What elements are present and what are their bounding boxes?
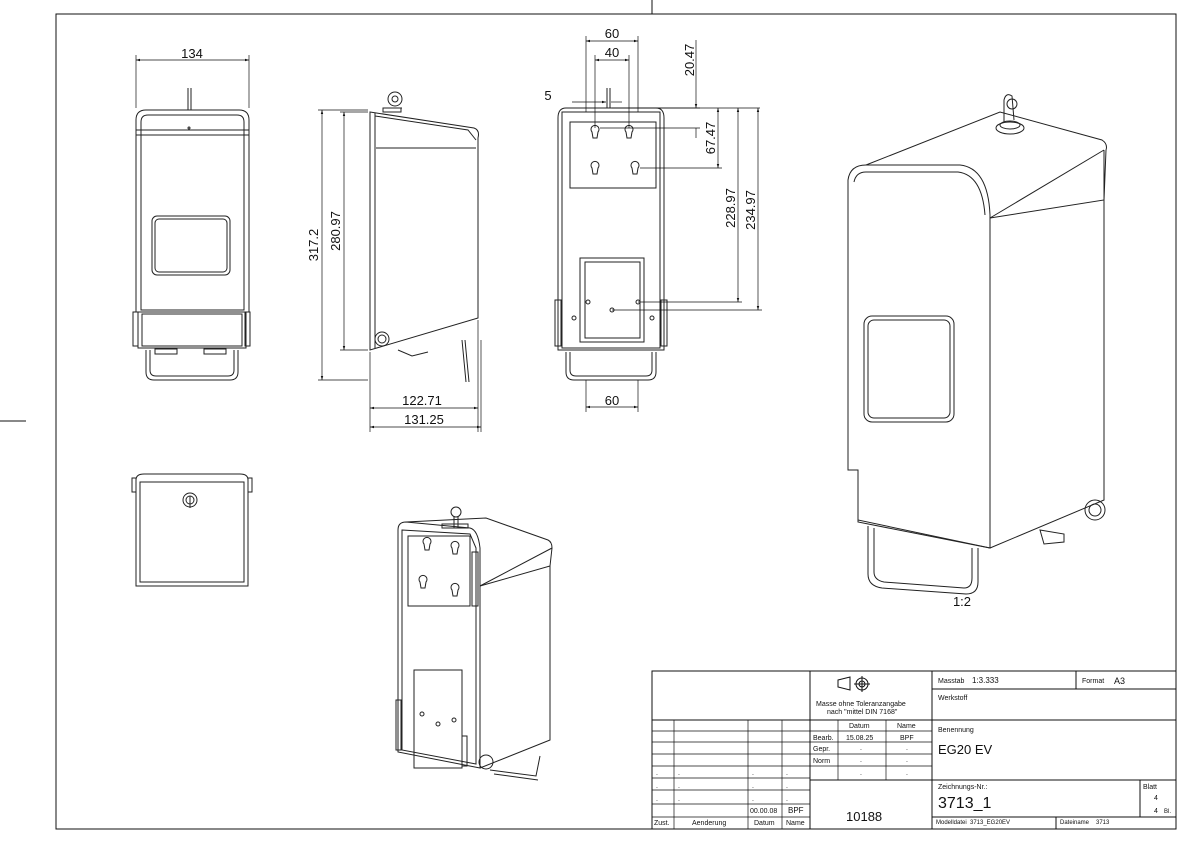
iso-back-view: [395, 506, 553, 781]
dim-text-side-total-depth: 131.25: [404, 412, 444, 427]
blatt-label: Blatt: [1143, 784, 1158, 791]
rev-row3-name: .: [786, 796, 788, 803]
gepr-label: Gepr.: [813, 746, 831, 753]
bearb-datum: 15.08.25: [846, 735, 874, 742]
norm-name-dot: .: [906, 757, 908, 764]
rev-row3-zust: .: [656, 796, 658, 803]
dateiname-label: Dateiname: [1060, 820, 1090, 826]
norm-label: Norm: [813, 758, 831, 765]
werkstoff-label: Werkstoff: [938, 695, 968, 702]
top-view: [131, 473, 253, 587]
dim-text-side-body-depth: 122.71: [402, 393, 442, 408]
dim-text-back-40: 40: [605, 45, 619, 60]
dim-text-back-234-97: 234.97: [743, 190, 758, 230]
iso-scale-label: 1:2: [953, 594, 971, 609]
name-header: Name: [897, 723, 916, 730]
extra-name-dot: .: [906, 770, 908, 777]
benennung-label: Benennung: [938, 727, 974, 734]
back-view: [554, 88, 668, 381]
rev-row2-name: .: [786, 783, 788, 790]
format-label: Format: [1082, 678, 1105, 685]
tolerance-note-2: nach "mittel DIN 7168": [827, 709, 898, 716]
iso-front-view: [847, 94, 1107, 595]
gepr-datum-dot: .: [860, 745, 862, 752]
dateiname-value: 3713: [1096, 820, 1110, 826]
dim-text-side-total-height: 317.2: [306, 229, 321, 262]
projection-symbol: [837, 676, 870, 692]
zeichnungs-value: 3713_1: [938, 795, 992, 812]
title-block: [651, 670, 1177, 830]
dim-text-back-60-bottom: 60: [605, 393, 619, 408]
rev-row1-name: .: [786, 770, 788, 777]
zeichnungs-label: Zeichnungs-Nr.:: [938, 784, 988, 791]
dim-front-width: [135, 55, 250, 108]
front-view: [132, 88, 251, 381]
masstab-label: Masstab: [938, 678, 965, 685]
blatt-unit: Bl.: [1164, 809, 1172, 815]
rev-row1-aend: .: [678, 770, 680, 777]
format-value: A3: [1114, 676, 1126, 686]
rev-row2-zust: .: [656, 783, 658, 790]
rev-row1-zust: .: [656, 770, 658, 777]
extra-datum-dot: .: [860, 770, 862, 777]
blatt-value: 4: [1154, 795, 1158, 802]
rev-row2-aend: .: [678, 783, 680, 790]
dim-side: [318, 109, 482, 432]
part-number: 10188: [846, 809, 883, 824]
norm-datum-dot: .: [860, 757, 862, 764]
dim-back: [572, 36, 762, 412]
sheet-border: [0, 0, 1177, 830]
modelldatei-value: 3713_EG20EV: [970, 820, 1011, 826]
dim-text-back-5: 5: [544, 88, 551, 103]
dim-text-back-20-47: 20.47: [682, 44, 697, 77]
rev-row3-datum: .: [752, 796, 754, 803]
bearb-label: Bearb.: [813, 735, 834, 742]
masstab-value: 1:3.333: [972, 676, 999, 685]
modelldatei-label: Modelldatei: [936, 820, 967, 826]
rev-datum: 00.00.08: [750, 808, 778, 815]
dim-text-back-67-47: 67.47: [703, 122, 718, 155]
rev-name: BPF: [788, 806, 804, 815]
dim-text-front-width: 134: [181, 46, 203, 61]
title-block-left-grid: [652, 720, 932, 829]
bearb-name: BPF: [900, 735, 914, 742]
dim-text-side-body-height: 280.97: [328, 211, 343, 251]
dim-text-back-228-97: 228.97: [723, 188, 738, 228]
rev-row2-datum: .: [752, 783, 754, 790]
side-view: [369, 91, 479, 383]
blatt-total: 4: [1154, 808, 1158, 815]
gepr-name-dot: .: [906, 745, 908, 752]
aenderung-label: Aenderung: [692, 820, 727, 827]
datum-label: Datum: [754, 820, 775, 827]
rev-row1-datum: .: [752, 770, 754, 777]
datum-header: Datum: [849, 723, 870, 730]
zust-label: Zust.: [654, 820, 670, 827]
dim-text-back-60-top: 60: [605, 26, 619, 41]
benennung-value: EG20 EV: [938, 742, 993, 757]
name-label: Name: [786, 820, 805, 827]
rev-row3-aend: .: [678, 796, 680, 803]
tolerance-note-1: Masse ohne Toleranzangabe: [816, 701, 906, 708]
